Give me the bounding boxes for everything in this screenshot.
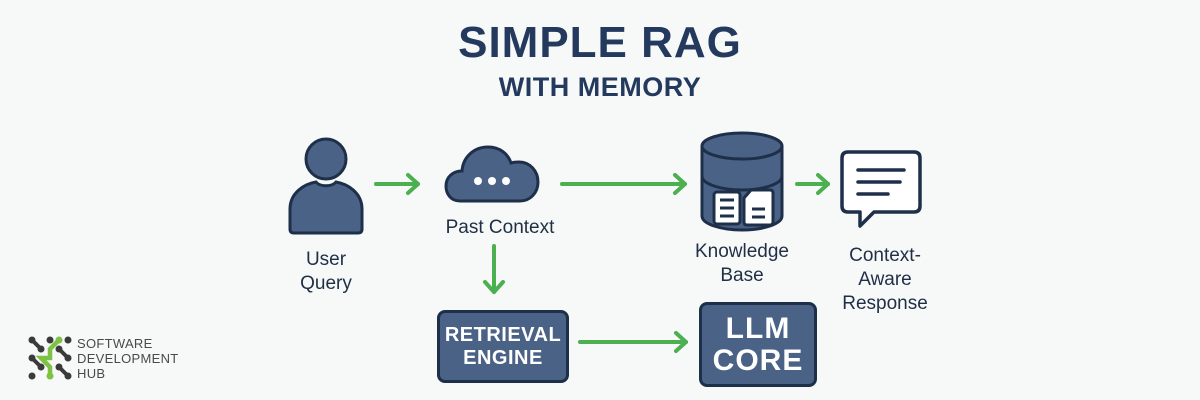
- response-label-line: Response: [842, 293, 928, 314]
- user-query-label-line: Query: [300, 273, 352, 294]
- user-icon-head: [304, 137, 348, 181]
- arrow-knowledge-to-response: [795, 173, 830, 195]
- diagram-subtitle: WITH MEMORY: [498, 72, 702, 102]
- llm-core-label-line: CORE: [712, 343, 804, 377]
- arrow-context-to-retrieval: [483, 244, 505, 294]
- logo-text-line: HUB: [77, 366, 106, 381]
- user-icon: [288, 137, 364, 235]
- retrieval-engine-label-line: ENGINE: [463, 346, 543, 369]
- response-label-line: Context-: [849, 245, 921, 266]
- database-top: [700, 131, 784, 161]
- chat-bubble-icon: [840, 150, 922, 228]
- logo-text-line: DEVELOPMENT: [77, 351, 179, 366]
- retrieval-engine-box: RETRIEVAL ENGINE: [437, 310, 569, 383]
- cloud-dot: [502, 177, 510, 185]
- llm-core-box: LLM CORE: [699, 302, 817, 387]
- arrow-retrieval-to-llm: [578, 331, 688, 353]
- software-development-hub-logo-icon: [28, 336, 72, 380]
- cloud-icon-shape: [444, 145, 540, 203]
- retrieval-engine-label-line: RETRIEVAL: [444, 323, 562, 346]
- user-icon-body: [288, 180, 364, 235]
- arrow-context-to-knowledge: [560, 173, 687, 195]
- knowledge-base-label-line: Knowledge: [694, 241, 790, 262]
- cloud-dot: [488, 177, 496, 185]
- user-query-label: User Query: [276, 248, 376, 296]
- knowledge-base-label-line: Base: [720, 265, 764, 286]
- llm-core-label-line: LLM: [725, 311, 791, 345]
- cloud-icon: [444, 145, 540, 203]
- logo-text-line: SOFTWARE: [77, 336, 153, 351]
- company-logo-text: SOFTWARE DEVELOPMENT HUB: [77, 336, 179, 381]
- database-icon: [700, 131, 784, 232]
- response-label-line: Aware: [858, 269, 912, 290]
- diagram-title: SIMPLE RAG: [458, 18, 742, 67]
- database-ring: [700, 175, 784, 192]
- response-label: Context- Aware Response: [825, 244, 945, 316]
- knowledge-base-label: Knowledge Base: [677, 240, 807, 288]
- arrow-user-to-context: [374, 173, 420, 195]
- cloud-dot: [474, 177, 482, 185]
- user-query-label-line: User: [305, 249, 347, 270]
- past-context-label: Past Context: [445, 217, 555, 238]
